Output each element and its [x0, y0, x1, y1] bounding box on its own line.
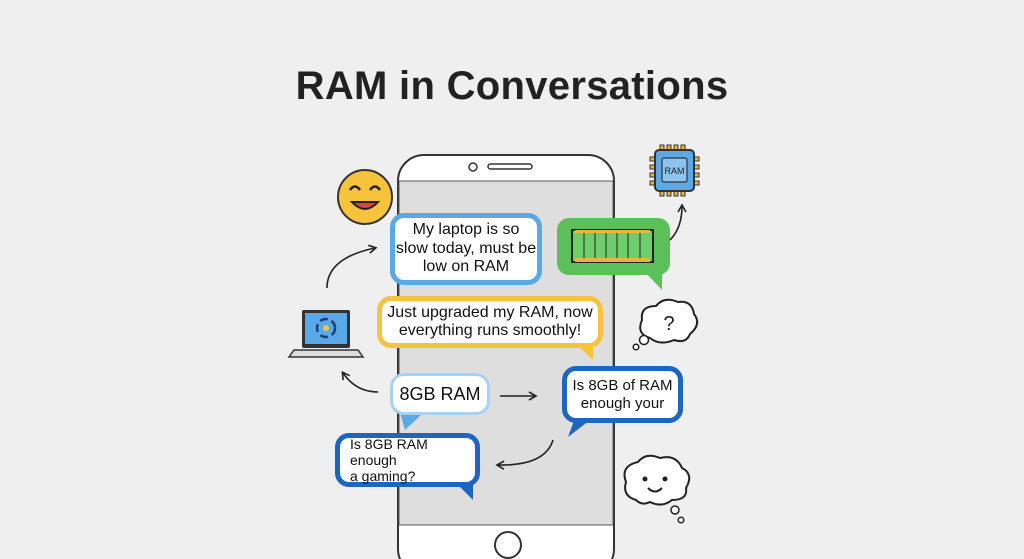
chat-bubble-slow-laptop: My laptop is so slow today, must be low …: [390, 213, 542, 285]
arrow-icon: [341, 370, 379, 393]
chip-label: RAM: [665, 166, 685, 176]
bubble-text: My laptop is so slow today, must be low …: [395, 221, 537, 276]
bubble-text: 8GB RAM: [399, 383, 481, 404]
arrow-icon: [326, 244, 378, 289]
chat-bubble-upgraded-ram: Just upgraded my RAM, now everything run…: [377, 296, 603, 348]
thought-cloud-question-icon: ?: [632, 298, 699, 351]
arrow-icon: [495, 439, 554, 470]
page-title: RAM in Conversations: [295, 64, 729, 108]
chat-bubble-8gb-ram: 8GB RAM: [390, 373, 490, 415]
chat-bubble-8gb-enough-question: Is 8GB of RAM enough your: [562, 366, 683, 423]
svg-text:?: ?: [663, 313, 674, 335]
bubble-text: Is 8GB of RAM enough your: [572, 377, 673, 412]
smiling-emoji-icon: [337, 169, 393, 225]
arrow-icon: [669, 203, 687, 241]
chat-bubble-gaming-question: Is 8GB RAM enough a gaming?: [335, 433, 480, 487]
ram-stick-icon: [571, 229, 654, 263]
ram-chip-icon: RAM: [649, 144, 700, 197]
ram-stick-bubble: [557, 218, 670, 290]
smiling-cloud-icon: [623, 454, 691, 524]
laptop-icon: [287, 310, 365, 358]
bubble-text: Is 8GB RAM enough a gaming?: [350, 435, 428, 485]
bubble-text: Just upgraded my RAM, now everything run…: [387, 303, 593, 339]
